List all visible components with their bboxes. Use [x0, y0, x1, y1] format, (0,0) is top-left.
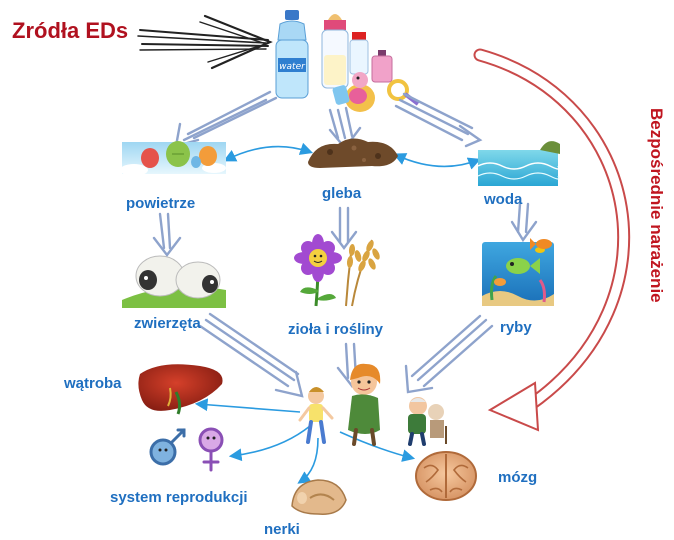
- plants-icon: [294, 234, 380, 307]
- label-brain: mózg: [498, 469, 538, 486]
- label-water: woda: [484, 191, 523, 208]
- label-animals: zwierzęta: [134, 315, 201, 332]
- air-icon: [120, 141, 226, 176]
- direct-exposure-label: Bezpośrednie narażenie: [647, 108, 666, 303]
- link-arrows: [194, 142, 481, 484]
- label-kidneys: nerki: [264, 521, 300, 538]
- label-air: powietrze: [126, 195, 196, 212]
- brain-icon: [415, 451, 477, 501]
- label-plants: zioła i rośliny: [288, 321, 384, 338]
- fish-icon: [482, 238, 554, 306]
- soil-icon: [308, 138, 398, 168]
- label-liver: wątroba: [64, 375, 122, 392]
- label-fish: ryby: [500, 319, 532, 336]
- animals-icon: [122, 255, 226, 308]
- source-arrow: [137, 14, 273, 70]
- water-icon: [477, 141, 560, 186]
- bottle-label: water: [279, 62, 306, 72]
- reproduction-icon: [149, 427, 224, 472]
- direct-exposure-arrow: [473, 48, 631, 432]
- liver-icon: [138, 364, 223, 415]
- kidneys-icon: [291, 479, 347, 515]
- flow-arrows: [152, 90, 538, 398]
- humans-icon: [298, 363, 447, 446]
- label-soil: gleba: [322, 185, 362, 202]
- plastic-sources-icon: water: [275, 10, 420, 112]
- diagram-title: Zródła EDs: [12, 18, 129, 43]
- label-reproduction: system reprodukcji: [110, 489, 248, 506]
